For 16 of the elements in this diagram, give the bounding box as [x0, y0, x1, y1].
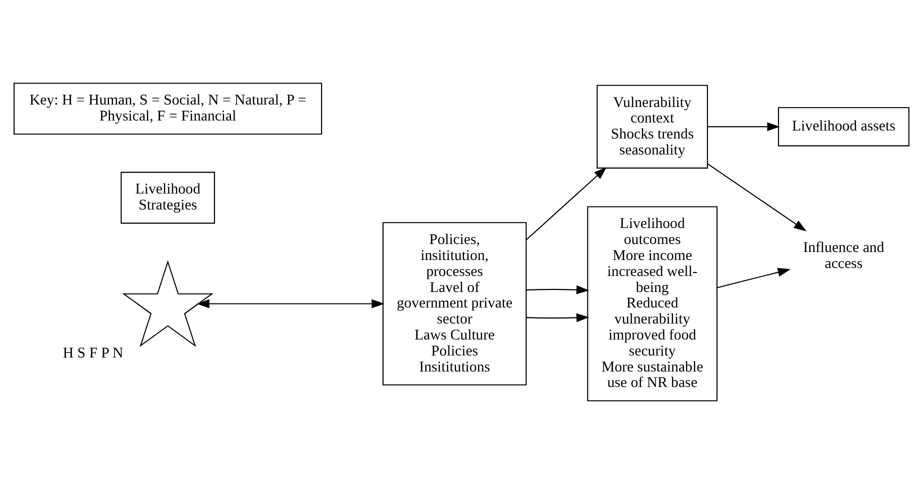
node-box: Policies, insititution, processes Lavel of government private sector Laws Culture Policies Insititutions [382, 222, 526, 385]
arrow [526, 312, 589, 322]
arrow [706, 162, 806, 231]
node-box: Livelihood outcomes More income increased well-being Reduced vulnerability improved food security More sustainable use of NR base [586, 206, 718, 401]
node-box: Vulnerability context Shocks trends seasonality [596, 84, 708, 168]
node-box: Livelihood assets [777, 106, 909, 146]
node-star [122, 260, 214, 347]
node-label: H S F P N [62, 345, 123, 362]
node-text: Influence and access [802, 240, 884, 272]
arrow [707, 122, 780, 131]
arrow [196, 298, 384, 308]
node-box: Key: H = Human, S = Social, N = Natural, P = Physical, F = Financial [13, 82, 322, 134]
arrow [716, 267, 790, 288]
arrow [525, 166, 606, 240]
node-box: Livelihood Strategies [120, 171, 214, 224]
arrow [526, 284, 589, 294]
